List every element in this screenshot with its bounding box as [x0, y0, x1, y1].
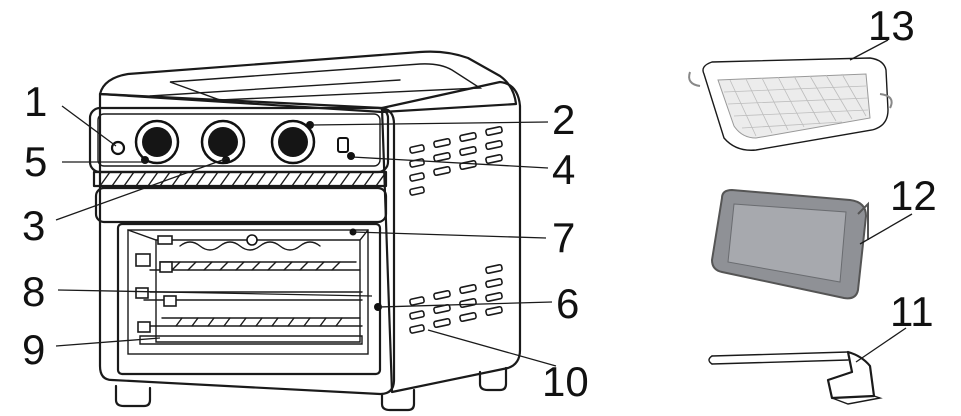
leader-lines	[55, 39, 913, 367]
door-handle	[94, 186, 388, 224]
callout-3: 3	[22, 202, 45, 249]
callout-4: 4	[552, 146, 575, 193]
oven	[88, 50, 522, 412]
oven-top	[98, 50, 518, 114]
knob-3	[270, 119, 316, 165]
rack-slots	[135, 235, 177, 333]
wire-rack-upper	[149, 261, 361, 271]
leader-4	[351, 156, 549, 169]
light-button	[337, 137, 349, 153]
mesh-tray	[688, 57, 893, 151]
callout-7: 7	[552, 214, 575, 261]
leader-10	[427, 329, 557, 367]
callout-8: 8	[22, 268, 45, 315]
heating-element	[179, 241, 321, 251]
leader-9	[55, 337, 161, 347]
callout-2: 2	[552, 96, 575, 143]
crumb-tray	[139, 335, 363, 345]
callout-labels: 1 2 3 4 5 6 7 8 9 10 11 12 13	[22, 2, 937, 405]
leader-6	[377, 301, 553, 308]
callout-5: 5	[24, 138, 47, 185]
leader-11	[855, 327, 907, 363]
callout-12: 12	[890, 172, 937, 219]
callout-6: 6	[556, 280, 579, 327]
callout-9: 9	[22, 326, 45, 373]
leader-7	[352, 231, 547, 239]
callout-11: 11	[890, 288, 934, 335]
vent-strip-hatching	[99, 171, 385, 187]
wire-rack-lower	[149, 317, 363, 327]
light-button-dot	[347, 152, 355, 160]
leader-13	[849, 39, 889, 61]
leader-12	[859, 213, 913, 245]
knob-2	[200, 119, 246, 165]
vent-strip	[92, 170, 388, 188]
oven-door-window	[116, 222, 382, 376]
leader-2	[311, 121, 549, 126]
baking-pan	[710, 188, 869, 300]
callout-13: 13	[868, 2, 915, 49]
oven-right-side	[380, 80, 522, 394]
callout-1: 1	[24, 78, 47, 125]
knob-1	[134, 119, 180, 165]
oven-feet	[114, 366, 508, 412]
leader-3	[55, 157, 229, 221]
leader-8	[57, 289, 373, 297]
leader-1	[61, 105, 117, 147]
side-vents-lower	[409, 263, 503, 334]
callout-10: 10	[542, 358, 589, 405]
rack-handle	[708, 350, 883, 405]
oven-front-frame	[98, 92, 396, 396]
